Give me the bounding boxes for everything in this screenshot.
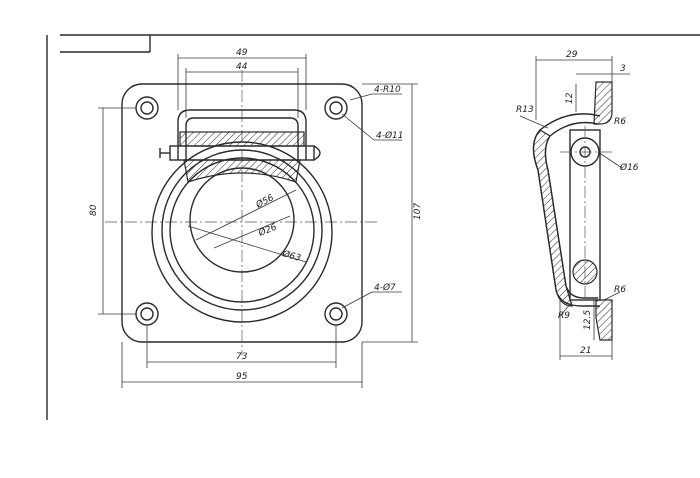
ring-inner: [169, 157, 315, 303]
ring-outer: [161, 149, 323, 311]
label-r9: R9: [558, 311, 570, 321]
bracket-loop: [177, 109, 307, 160]
side-view: 29 3 12 21 12.5 R13 R6 Ø16 R6 R9: [516, 50, 639, 360]
label-corner-radius: 4-R10: [374, 85, 401, 95]
label-r6-top: R6: [614, 117, 626, 127]
mounting-hole-bl: [135, 302, 159, 326]
mounting-hole-br: [324, 302, 348, 326]
label-d26: Ø26: [256, 222, 278, 240]
label-d63: Ø63: [280, 248, 302, 264]
dim-21: 21: [580, 346, 591, 356]
drawing-frame: [46, 34, 700, 420]
label-r6-bottom: R6: [614, 285, 626, 295]
front-view: 49 44 80 107 73 95 4-R10 4-Ø11 4-Ø7 Ø56 …: [89, 48, 423, 388]
label-top-holes: 4-Ø11: [376, 130, 404, 141]
dim-49: 49: [236, 48, 248, 58]
dim-95: 95: [236, 372, 248, 382]
dim-12-5: 12.5: [583, 310, 593, 330]
dim-107: 107: [413, 203, 423, 220]
label-d56: Ø56: [253, 192, 276, 211]
dim-3: 3: [620, 64, 626, 74]
label-r13: R13: [516, 105, 534, 115]
label-bottom-holes: 4-Ø7: [374, 282, 396, 293]
hatched-bar: [179, 131, 305, 147]
dim-44: 44: [236, 62, 248, 72]
dim-80: 80: [89, 204, 99, 216]
dim-73: 73: [236, 352, 248, 362]
dim-29: 29: [566, 50, 578, 60]
mounting-hole-tr: [324, 96, 348, 120]
mounting-hole-tl: [135, 96, 159, 120]
label-d16: Ø16: [619, 162, 639, 173]
dim-12: 12: [565, 92, 575, 104]
